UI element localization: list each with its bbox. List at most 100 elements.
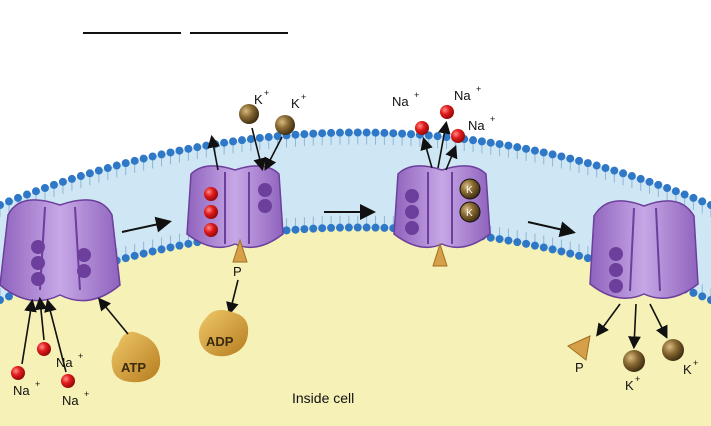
lipid-head bbox=[67, 174, 76, 183]
lipid-head bbox=[300, 225, 309, 234]
lipid-head bbox=[148, 247, 157, 256]
lipid-head bbox=[353, 223, 362, 232]
atp-binding-arrow bbox=[97, 297, 129, 335]
sodium-ion-icon bbox=[61, 374, 75, 388]
lipid-head bbox=[175, 241, 184, 250]
lipid-head bbox=[130, 251, 139, 260]
lipid-head bbox=[671, 187, 680, 196]
lipid-head bbox=[698, 197, 707, 206]
lipid-head bbox=[121, 159, 130, 168]
atp-icon bbox=[111, 331, 161, 383]
atp-label: ATP bbox=[121, 360, 146, 375]
lipid-head bbox=[407, 130, 416, 139]
plus-sign: + bbox=[490, 114, 495, 124]
lipid-head bbox=[327, 128, 336, 137]
k-entry-arrow bbox=[264, 136, 283, 171]
step-arrow-1 bbox=[121, 216, 172, 233]
lipid-head bbox=[139, 249, 148, 258]
phosphate-label: P bbox=[575, 360, 584, 375]
lipid-head bbox=[610, 166, 619, 175]
sodium-ion-icon bbox=[204, 187, 218, 201]
lipid-head bbox=[273, 132, 282, 141]
lipid-head bbox=[645, 177, 654, 186]
lipid-head bbox=[184, 144, 193, 153]
lipid-head bbox=[575, 251, 584, 260]
lipid-head bbox=[477, 137, 486, 146]
lipid-head bbox=[389, 129, 398, 138]
cytoplasm-region bbox=[0, 202, 711, 426]
lipid-head bbox=[530, 146, 539, 155]
sodium-ion-icon bbox=[11, 366, 25, 380]
k-release-arrow bbox=[628, 303, 641, 350]
lipid-head bbox=[680, 190, 689, 199]
sodium-ion-icon bbox=[415, 121, 429, 135]
adp-release-arrow bbox=[226, 279, 239, 316]
potassium-ion-icon: K bbox=[459, 201, 481, 223]
step-arrow-3 bbox=[527, 221, 576, 238]
lipid-head bbox=[291, 130, 300, 139]
lipid-head bbox=[353, 128, 362, 137]
top-rule-left bbox=[83, 32, 181, 34]
lipid-head bbox=[202, 141, 211, 150]
lipid-head bbox=[548, 150, 557, 159]
lipid-head bbox=[327, 223, 336, 232]
k-on-pump-label: K bbox=[466, 208, 473, 219]
phosphate-release-arrow bbox=[596, 303, 621, 337]
plus-sign: + bbox=[414, 90, 419, 100]
lipid-head bbox=[184, 239, 193, 248]
lipid-head bbox=[371, 128, 380, 137]
lipid-head bbox=[362, 128, 371, 137]
lipid-head bbox=[282, 226, 291, 235]
lipid-head bbox=[504, 236, 513, 245]
lipid-head bbox=[636, 174, 645, 183]
lipid-head bbox=[344, 128, 353, 137]
lipid-head bbox=[157, 245, 166, 254]
lipid-head bbox=[220, 138, 229, 147]
lipid-head bbox=[522, 239, 531, 248]
lipid-head bbox=[513, 143, 522, 152]
lipid-head bbox=[264, 133, 273, 142]
lipid-head bbox=[0, 296, 4, 304]
lipid-head bbox=[495, 235, 504, 244]
na-exit-arrow bbox=[445, 145, 458, 171]
lipid-head bbox=[530, 241, 539, 250]
potassium-ion-icon bbox=[623, 350, 645, 372]
lipid-head bbox=[663, 184, 672, 193]
lipid-head bbox=[548, 245, 557, 254]
lipid-head bbox=[583, 254, 592, 263]
lipid-head bbox=[58, 177, 67, 186]
k-on-pump-label: K bbox=[466, 185, 473, 196]
top-rule-right bbox=[190, 32, 288, 34]
lipid-head bbox=[76, 172, 85, 181]
lipid-head bbox=[300, 130, 309, 139]
lipid-head bbox=[698, 292, 707, 301]
lipid-head bbox=[433, 132, 442, 141]
lipid-head bbox=[121, 254, 130, 263]
lipid-head bbox=[309, 224, 318, 233]
sodium-ion-icon bbox=[451, 129, 465, 143]
k-entry-arrow bbox=[251, 127, 266, 172]
plus-sign: + bbox=[35, 379, 40, 389]
sodium-ion-icon bbox=[37, 342, 51, 356]
lipid-head bbox=[335, 223, 344, 232]
lipid-head bbox=[557, 152, 566, 161]
lipid-head bbox=[103, 164, 112, 173]
potassium-ion-icon: K bbox=[459, 178, 481, 200]
pump-protein-icon bbox=[186, 165, 284, 249]
lipid-head bbox=[689, 288, 698, 297]
lipid-head bbox=[148, 152, 157, 161]
lipid-head bbox=[344, 223, 353, 232]
potassium-label: K bbox=[625, 378, 634, 393]
lipid-head bbox=[566, 154, 575, 163]
na-exit-arrow bbox=[207, 134, 221, 171]
plus-sign: + bbox=[264, 88, 269, 98]
potassium-label: K bbox=[683, 362, 692, 377]
lipid-head bbox=[13, 193, 22, 202]
lipid-head bbox=[522, 144, 531, 153]
lipid-head bbox=[583, 159, 592, 168]
lipid-head bbox=[654, 180, 663, 189]
lipid-head bbox=[237, 136, 246, 145]
lipid-head bbox=[539, 148, 548, 157]
lipid-head bbox=[371, 223, 380, 232]
